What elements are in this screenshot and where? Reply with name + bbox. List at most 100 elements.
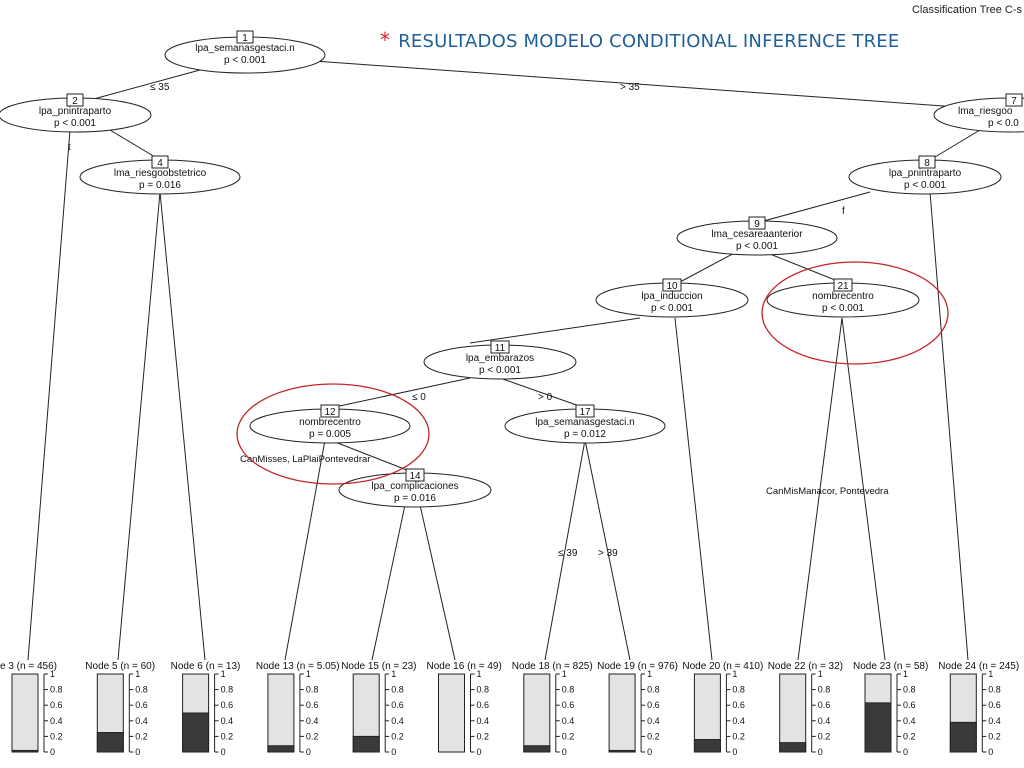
terminal-node-label: Node 5 (n = 60) (85, 661, 155, 672)
node-p: p < 0.001 (224, 55, 266, 66)
terminal-axis-tick-label: 0.4 (732, 716, 745, 726)
terminal-axis-tick-label: 0 (50, 747, 55, 757)
terminal-axis-tick-label: 1 (221, 669, 226, 679)
terminal-bar-dark (693, 739, 721, 753)
tree-node-2: 2 lpa_pnintraparto p < 0.001 (0, 93, 152, 133)
terminal-axis-tick-label: 0.2 (562, 731, 575, 741)
terminal-axis-tick-label: 0.6 (988, 700, 1001, 710)
terminal-axis-tick-label: 0.8 (477, 685, 490, 695)
node-p: p < 0.001 (904, 180, 946, 191)
terminal-node: Node 24 (n = 245)10.80.60.40.20 (938, 661, 1019, 757)
edge-1-7 (299, 59, 1001, 111)
terminal-axis-tick-label: 0 (306, 747, 311, 757)
terminal-node: Node 13 (n = 5.05)10.80.60.40.20 (256, 661, 340, 757)
edge-11-17 (499, 377, 586, 409)
terminal-node-label: e 3 (n = 456) (0, 661, 57, 672)
terminal-axis-tick-label: 1 (50, 669, 55, 679)
terminal-axis-tick-label: 0 (477, 747, 482, 757)
node-p: p = 0.016 (139, 180, 181, 191)
terminal-bar-dark (864, 702, 892, 753)
edge-label: CanMisManacor, Pontevedra (766, 486, 889, 497)
terminal-axis-tick-label: 0.2 (306, 731, 319, 741)
terminal-axis-tick-label: 1 (732, 669, 737, 679)
terminal-axis-tick-label: 1 (903, 669, 908, 679)
node-id: 17 (579, 407, 591, 418)
edge-11-12 (329, 377, 471, 409)
terminal-node: Node 23 (n = 58)10.80.60.40.20 (853, 661, 928, 757)
terminal-axis-tick-label: 0.2 (818, 731, 831, 741)
terminal-axis-tick-label: 0.6 (391, 700, 404, 710)
terminal-axis-tick-label: 0.4 (135, 716, 148, 726)
edge-label: ≤ 35 (150, 82, 170, 93)
edge-7-8 (929, 129, 981, 161)
terminal-axis-tick-label: 0.6 (135, 700, 148, 710)
terminal-axis-tick-label: 0.2 (391, 731, 404, 741)
terminal-axis-tick-label: 0.8 (988, 685, 1001, 695)
node-var: lpa_complicaciones (371, 481, 458, 492)
terminal-axis-tick-label: 1 (988, 669, 993, 679)
node-p: p = 0.005 (309, 429, 351, 440)
edge-14-15 (371, 504, 406, 661)
terminal-axis-tick-label: 1 (562, 669, 567, 679)
title-marker: * (380, 28, 391, 52)
terminal-axis-tick-label: 0 (988, 747, 993, 757)
terminal-axis-tick-label: 1 (818, 669, 823, 679)
terminal-axis-tick-label: 0 (391, 747, 396, 757)
edge-10-20 (674, 317, 713, 661)
node-var: lma_riesgoo (958, 106, 1013, 117)
terminal-node-label: Node 24 (n = 245) (938, 661, 1019, 672)
terminal-axis-tick-label: 0.8 (903, 685, 916, 695)
node-id: 8 (924, 158, 930, 169)
node-id: 11 (495, 343, 506, 354)
terminal-axis-tick-label: 0.4 (562, 716, 575, 726)
terminal-axis-tick-label: 0.8 (732, 685, 745, 695)
terminal-node: Node 22 (n = 32)10.80.60.40.20 (768, 661, 843, 757)
terminal-bar-light (11, 673, 39, 753)
terminal-node-label: Node 20 (n = 410) (682, 661, 763, 672)
node-var: lma_cesareaanterior (711, 229, 803, 240)
node-id: 1 (242, 33, 248, 44)
edge-9-10 (679, 249, 741, 283)
terminal-node: Node 19 (n = 976)10.80.60.40.20 (597, 661, 678, 757)
terminal-axis-tick-label: 0.4 (50, 716, 63, 726)
terminal-node: Node 18 (n = 825)10.80.60.40.20 (512, 661, 593, 757)
edge-2-4 (109, 129, 161, 161)
node-var: lpa_pnintraparto (39, 106, 112, 117)
node-var: lpa_semanasgestaci.n (535, 417, 635, 428)
terminal-bar-dark (523, 745, 551, 753)
edge-label: > 39 (598, 548, 618, 559)
highlight-circles (236, 261, 949, 485)
terminal-bar-light (779, 673, 807, 753)
terminal-axis-tick-label: 0.6 (647, 700, 660, 710)
edge-9-21 (759, 249, 841, 283)
terminal-axis-tick-label: 0.8 (818, 685, 831, 695)
terminal-axis-tick-label: 0.8 (50, 685, 63, 695)
terminal-axis-tick-label: 0.2 (647, 731, 660, 741)
edge-10-11 (469, 317, 641, 344)
tree-node-21: 21 nombrecentro p < 0.001 (766, 278, 920, 318)
edge-label: ≤ 0 (412, 392, 426, 403)
terminal-bar-dark (267, 745, 295, 753)
terminal-node: Node 5 (n = 60)10.80.60.40.20 (85, 661, 155, 757)
terminal-axis-tick-label: 0.2 (477, 731, 490, 741)
node-p: p < 0.0 (988, 118, 1019, 129)
terminal-axis-tick-label: 0.6 (903, 700, 916, 710)
terminal-axis-tick-label: 0.2 (221, 731, 234, 741)
terminal-axis-tick-label: 0 (903, 747, 908, 757)
node-var: lma_riesgoobstetrico (114, 168, 207, 179)
tree-node-14: 14 lpa_complicaciones p = 0.016 (338, 468, 492, 508)
terminal-axis-tick-label: 0.8 (647, 685, 660, 695)
tree-node-10: 10 lpa_induccion p < 0.001 (595, 278, 749, 318)
terminal-axis-tick-label: 0.6 (818, 700, 831, 710)
terminal-axis-tick-label: 0.4 (988, 716, 1001, 726)
edge-8-24 (929, 191, 969, 661)
edge-label: CanMisses, LaPlaiPontevedrar (240, 454, 370, 465)
terminal-axis-tick-label: 0.8 (306, 685, 319, 695)
terminal-axis-tick-label: 0 (221, 747, 226, 757)
node-id: 12 (324, 407, 336, 418)
terminal-axis-tick-label: 0 (135, 747, 140, 757)
terminal-axis-tick-label: 0.6 (477, 700, 490, 710)
edge-17-18 (544, 439, 586, 661)
terminal-node-label: Node 18 (n = 825) (512, 661, 593, 672)
